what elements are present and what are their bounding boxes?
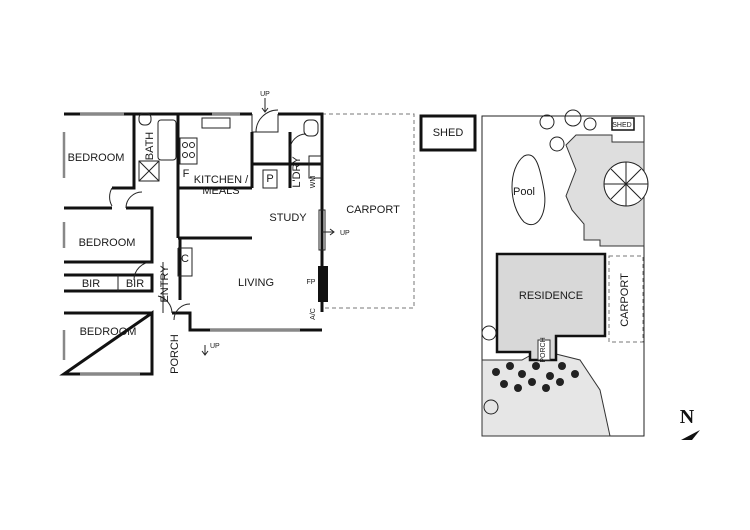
room-label-shed: SHED [433,127,464,139]
up-label-porch: UP [210,343,220,350]
room-label-study: STUDY [269,212,307,224]
room-label-c: C [181,253,189,265]
site-label-shed: SHED [612,122,631,129]
residence-footprint [495,252,607,362]
pool-shape [511,154,546,225]
north-arrow-icon [681,430,700,440]
north-arrow: N [680,406,700,440]
site-label-pool: Pool [513,186,535,198]
room-label-ac: A/C [310,308,317,320]
up-label-top: UP [260,91,270,98]
room-label-bir-2: BIR [126,278,144,290]
room-label-entry: ENTRY [159,265,171,303]
site-label-carport: CARPORT [619,273,631,327]
room-label-porch: PORCH [169,334,181,374]
room-label-f: F [183,168,190,180]
site-label-porch: PORCH [540,337,547,362]
up-label-study: UP [340,230,350,237]
room-label-p: P [266,173,273,185]
room-label-living: LIVING [238,277,274,289]
shed-outline [419,114,477,152]
room-label-carport: CARPORT [346,204,400,216]
room-label-wm: WM [310,176,317,189]
room-label-bath: BATH [144,132,156,161]
room-label-bir-1: BIR [82,278,100,290]
floor-plan [59,98,477,376]
site-label-residence: RESIDENCE [519,290,583,302]
room-label-laundry: L'DRY [291,156,303,188]
room-label-bedroom-1: BEDROOM [68,152,125,164]
room-label-fp: FP [307,279,316,286]
site-carport [608,255,644,343]
house-outer-wall [59,112,324,376]
north-arrow-label: N [680,406,695,428]
room-label-bedroom-2: BEDROOM [79,237,136,249]
room-label-bedroom-3: BEDROOM [80,326,137,338]
room-label-meals: MEALS [202,185,239,197]
site-plan [481,109,649,437]
room-label-kitchen: KITCHEN / [194,174,249,186]
interior-walls [64,114,322,315]
carport-outline [321,113,415,309]
